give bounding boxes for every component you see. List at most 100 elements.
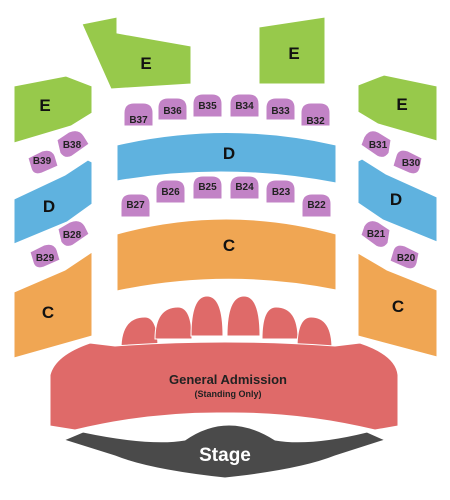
section-shape (258, 16, 326, 85)
section-shape (13, 159, 93, 245)
box-shape (301, 193, 332, 218)
ga-title: General Admission (169, 372, 287, 387)
box-shape (57, 220, 90, 247)
box-b21[interactable]: B21 (360, 220, 391, 248)
box-shape (29, 243, 61, 269)
section-shape (116, 218, 337, 292)
section-e-left-front[interactable]: E (81, 16, 192, 90)
box-b33[interactable]: B33 (265, 97, 296, 121)
box-b24[interactable]: B24 (229, 175, 260, 200)
box-label: B30 (402, 158, 421, 169)
box-b23[interactable]: B23 (265, 179, 296, 204)
box-shape (229, 93, 260, 118)
section-c-left[interactable]: C (13, 251, 93, 359)
box-b38[interactable]: B38 (56, 130, 90, 158)
box-b30[interactable]: B30 (392, 149, 423, 175)
box-b20[interactable]: B20 (389, 244, 420, 270)
box-b28[interactable]: B28 (57, 220, 90, 247)
box-label: B26 (161, 187, 180, 198)
box-b37[interactable]: B37 (123, 102, 154, 127)
front-bump (190, 295, 224, 337)
box-label: B21 (367, 229, 386, 240)
box-shape (192, 93, 223, 118)
section-d-right[interactable]: D (357, 158, 438, 243)
box-label: B34 (235, 101, 254, 112)
box-b26[interactable]: B26 (155, 179, 186, 204)
box-shape (123, 102, 154, 127)
section-d-left[interactable]: D (13, 159, 93, 245)
stage-label: Stage (199, 445, 251, 466)
box-shape (27, 149, 59, 175)
box-shape (120, 193, 151, 218)
box-shape (265, 179, 296, 204)
box-label: B23 (272, 187, 291, 198)
box-shape (192, 175, 223, 200)
box-label: B27 (126, 200, 145, 211)
ga-subtitle: (Standing Only) (195, 389, 262, 399)
section-label: C (392, 297, 404, 316)
section-shape (357, 158, 438, 243)
box-b35[interactable]: B35 (192, 93, 223, 118)
box-label: B38 (63, 140, 82, 151)
box-b31[interactable]: B31 (360, 130, 392, 158)
box-shape (229, 175, 260, 200)
section-label: E (288, 44, 299, 63)
box-shape (157, 97, 188, 121)
box-b29[interactable]: B29 (29, 243, 61, 269)
section-shape (13, 75, 93, 144)
front-bump (296, 316, 333, 350)
section-label: D (43, 197, 55, 216)
section-label: C (42, 303, 54, 322)
box-shape (389, 244, 420, 270)
box-b36[interactable]: B36 (157, 97, 188, 121)
section-e-right-side[interactable]: E (357, 74, 438, 142)
section-e-left-side[interactable]: E (13, 75, 93, 144)
section-label: C (223, 236, 235, 255)
section-shape (81, 16, 192, 90)
box-label: B32 (306, 116, 325, 127)
box-shape (392, 149, 423, 175)
front-bump (154, 306, 193, 340)
box-label: B37 (129, 115, 148, 126)
box-label: B22 (307, 200, 326, 211)
box-shape (56, 130, 90, 158)
box-b27[interactable]: B27 (120, 193, 151, 218)
section-label: E (39, 96, 50, 115)
stage-shape (62, 424, 387, 479)
box-b32[interactable]: B32 (300, 102, 331, 127)
box-label: B36 (163, 106, 182, 117)
box-b39[interactable]: B39 (27, 149, 59, 175)
section-c-right[interactable]: C (357, 252, 438, 358)
box-label: B28 (63, 230, 82, 241)
box-b34[interactable]: B34 (229, 93, 260, 118)
box-label: B25 (198, 182, 217, 193)
box-label: B35 (198, 101, 217, 112)
section-label: D (223, 144, 235, 163)
section-label: E (396, 95, 407, 114)
front-bump (226, 295, 261, 337)
general-admission-area[interactable]: General Admission (Standing Only) (49, 295, 399, 431)
box-label: B39 (33, 156, 52, 167)
box-label: B33 (271, 106, 290, 117)
section-shape (357, 252, 438, 358)
box-shape (265, 97, 296, 121)
section-e-right-front[interactable]: E (258, 16, 326, 85)
box-label: B24 (235, 182, 254, 193)
box-shape (300, 102, 331, 127)
box-label: B29 (36, 253, 55, 264)
section-label: E (140, 54, 151, 73)
box-label: B20 (397, 253, 416, 264)
ga-floor-shape (49, 341, 399, 431)
box-shape (360, 130, 392, 158)
front-bump (261, 306, 299, 340)
box-b22[interactable]: B22 (301, 193, 332, 218)
box-shape (155, 179, 186, 204)
section-label: D (390, 190, 402, 209)
section-d-center[interactable]: D (116, 132, 337, 184)
stage: Stage (62, 424, 387, 479)
box-label: B31 (369, 140, 388, 151)
box-b25[interactable]: B25 (192, 175, 223, 200)
section-shape (116, 132, 337, 184)
section-c-center[interactable]: C (116, 218, 337, 292)
